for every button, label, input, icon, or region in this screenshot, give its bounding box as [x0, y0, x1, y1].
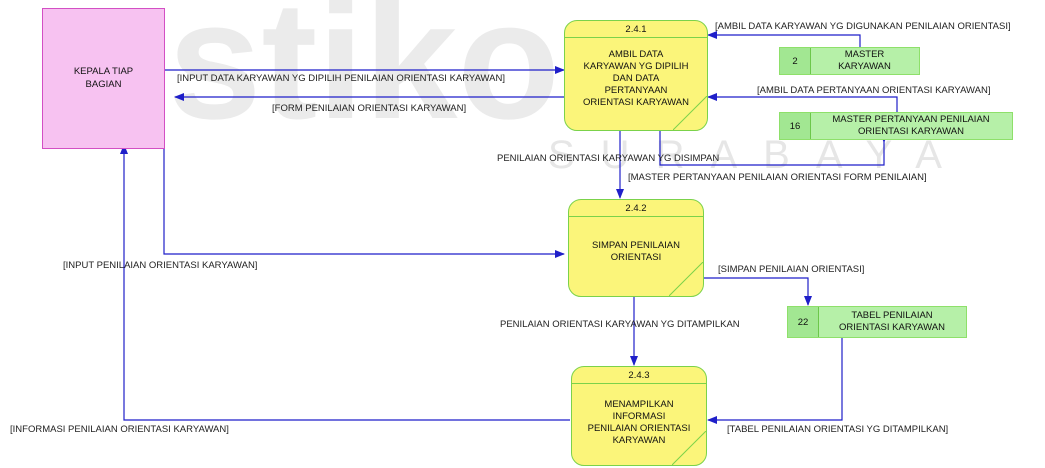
entity-kepala-tiap-bagian: KEPALA TIAP BAGIAN: [42, 8, 165, 149]
store-name-line: ORIENTASI KARYAWAN: [858, 126, 964, 137]
flow-line-input-penilaian: [163, 149, 565, 258]
process-name-line: ORIENTASI: [610, 252, 662, 263]
store-number: 16: [780, 113, 811, 139]
process-corner-mark: [672, 431, 706, 465]
process-name: SIMPAN PENILAIAN ORIENTASI: [573, 240, 699, 264]
flow-label-input-data-karyawan: [INPUT DATA KARYAWAN YG DIPILIH PENILAIA…: [177, 73, 506, 84]
process-name-line: KARYAWAN: [612, 435, 666, 446]
flow-line-informasi-penilaian: [120, 144, 570, 421]
process-name-line: ORIENTASI KARYAWAN: [583, 97, 689, 108]
process-id: 2.4.3: [572, 369, 706, 384]
process-name: MENAMPILKAN INFORMASI PENILAIAN ORIENTAS…: [576, 399, 702, 447]
process-name-line: SIMPAN PENILAIAN: [592, 240, 680, 251]
process-corner-mark: [669, 262, 703, 296]
flow-line-master-form: [659, 131, 888, 166]
process-corner-mark: [673, 96, 707, 130]
store-name-line: TABEL PENILAIAN: [851, 310, 933, 321]
flow-label-informasi-penilaian: [INFORMASI PENILAIAN ORIENTASI KARYAWAN]: [10, 424, 229, 435]
flow-label-master-pertanyaan-form: [MASTER PERTANYAAN PENILAIAN ORIENTASI F…: [628, 172, 927, 183]
flow-line-ambil-pertanyaan: [707, 93, 898, 113]
process-name-line: DAN DATA: [612, 73, 660, 84]
store-number: 22: [788, 307, 819, 337]
process-name: AMBIL DATA KARYAWAN YG DIPILIH DAN DATA …: [569, 49, 703, 109]
flow-label-ambil-data-pertanyaan: [AMBIL DATA PERTANYAAN ORIENTASI KARYAWA…: [757, 85, 991, 96]
flow-label-form-penilaian: [FORM PENILAIAN ORIENTASI KARYAWAN]: [272, 103, 467, 114]
process-2-4-2: 2.4.2 SIMPAN PENILAIAN ORIENTASI: [568, 199, 704, 297]
process-name-line: AMBIL DATA: [608, 49, 664, 60]
store-name-line: ORIENTASI KARYAWAN: [839, 322, 945, 333]
flow-label-input-penilaian: [INPUT PENILAIAN ORIENTASI KARYAWAN]: [63, 260, 258, 271]
flow-label-simpan-penilaian: [SIMPAN PENILAIAN ORIENTASI]: [718, 264, 865, 275]
watermark-city: SURABAYA: [548, 133, 968, 177]
flow-line-simpan-penilaian: [704, 277, 812, 306]
store-name-line: MASTER: [844, 49, 885, 60]
process-name-line: PERTANYAAN: [604, 85, 668, 96]
store-name-line: KARYAWAN: [838, 61, 891, 72]
store-name-line: MASTER PERTANYAAN PENILAIAN: [832, 114, 990, 125]
entity-name-line2: BAGIAN: [85, 79, 122, 90]
process-id: 2.4.1: [565, 23, 707, 38]
process-name-line: PENILAIAN ORIENTASI: [587, 423, 691, 434]
process-2-4-1: 2.4.1 AMBIL DATA KARYAWAN YG DIPILIH DAN…: [564, 20, 708, 131]
flow-line-ambil-karyawan: [707, 31, 861, 47]
flow-line-tabel-ditampilkan: [707, 337, 843, 424]
flow-label-penilaian-disimpan: PENILAIAN ORIENTASI KARYAWAN YG DISIMPAN: [497, 153, 720, 164]
process-id: 2.4.2: [569, 202, 703, 217]
entity-name: KEPALA TIAP BAGIAN: [43, 65, 164, 91]
process-2-4-3: 2.4.3 MENAMPILKAN INFORMASI PENILAIAN OR…: [571, 366, 707, 466]
store-number: 2: [780, 48, 811, 74]
flow-label-ambil-data-karyawan: [AMBIL DATA KARYAWAN YG DIGUNAKAN PENILA…: [715, 21, 1011, 32]
flow-label-penilaian-ditampilkan: PENILAIAN ORIENTASI KARYAWAN YG DITAMPIL…: [500, 319, 740, 330]
process-name-line: MENAMPILKAN: [604, 399, 674, 410]
flow-label-tabel-ditampilkan: [TABEL PENILAIAN ORIENTASI YG DITAMPILKA…: [727, 424, 949, 435]
entity-name-line1: KEPALA TIAP: [73, 66, 134, 77]
process-name-line: KARYAWAN YG DIPILIH: [583, 61, 689, 72]
process-name-line: INFORMASI: [612, 411, 666, 422]
